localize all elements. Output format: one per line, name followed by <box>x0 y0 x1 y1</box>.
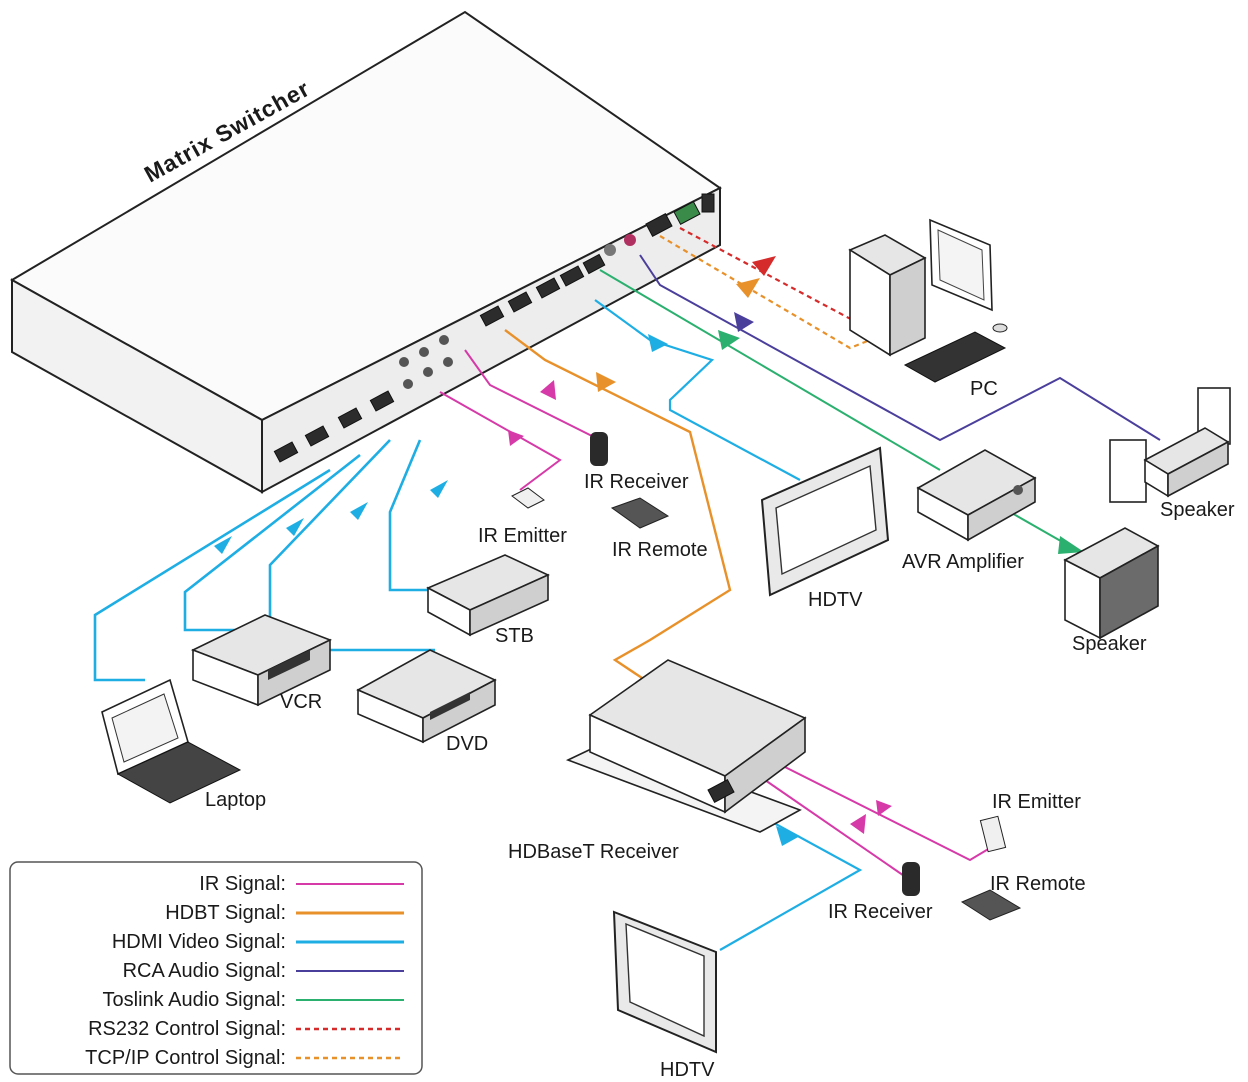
ir-cables <box>439 349 991 881</box>
legend-box <box>9 861 423 1075</box>
ir-receiver-top-device <box>590 432 608 466</box>
hdbaset-label: HDBaseT Receiver <box>508 841 679 863</box>
legend-label: RCA Audio Signal: <box>123 960 286 982</box>
pc-device <box>848 218 1008 383</box>
hdtv-top-device <box>760 446 890 597</box>
ir-receiver-bottom-device <box>902 862 920 896</box>
hdmi-bottom-cable <box>719 809 863 951</box>
legend-rows: IR Signal: HDBT Signal: HDMI Video Signal:… <box>85 873 404 1069</box>
speaker-system-top <box>1109 387 1231 503</box>
hdmi-input-cables <box>93 439 450 682</box>
ir-remote-top-label: IR Remote <box>612 539 708 561</box>
hdbt-cable <box>504 329 732 691</box>
ir-remote-bottom-device <box>960 889 1022 921</box>
hdmi-bottom-arrow <box>776 826 800 846</box>
rs232-arrow <box>752 256 776 276</box>
hdtv-bottom-device <box>612 910 717 1054</box>
toslink-arrows <box>718 330 1084 554</box>
matrix-switcher <box>9 10 722 494</box>
ir-arrows <box>508 380 892 834</box>
ir-receiver-top-label: IR Receiver <box>584 471 689 493</box>
tcpip-cable <box>659 235 871 350</box>
ir-emitter-bottom-label: IR Emitter <box>992 791 1081 813</box>
ir-remote-top-device <box>610 497 670 529</box>
dvd-label: DVD <box>446 733 488 755</box>
legend-label: IR Signal: <box>199 873 286 895</box>
pc-label: PC <box>970 378 998 400</box>
laptop-device <box>101 678 242 804</box>
laptop-label: Laptop <box>205 789 266 811</box>
hdmi-input-arrows <box>214 480 448 554</box>
rca-cable <box>639 254 1161 442</box>
signal-legend: IR Signal: HDBT Signal: HDMI Video Signal:… <box>9 861 423 1075</box>
vcr-device <box>190 614 333 707</box>
speaker-bottom-label: Speaker <box>1072 633 1147 655</box>
avr-amplifier-device <box>916 449 1037 542</box>
hdbaset-receiver-device <box>565 659 807 833</box>
legend-label: HDBT Signal: <box>165 902 286 924</box>
hdtv-top-label: HDTV <box>808 589 863 611</box>
speaker-bottom-device <box>1063 527 1160 640</box>
ir-emitter-top-device <box>511 487 545 509</box>
ir-remote-bottom-label: IR Remote <box>990 873 1086 895</box>
vcr-label: VCR <box>280 691 322 713</box>
rca-arrow <box>734 312 754 332</box>
legend-label: RS232 Control Signal: <box>88 1018 286 1040</box>
hdmi-output-arrow <box>648 334 668 352</box>
stb-label: STB <box>495 625 534 647</box>
tcpip-arrow <box>736 278 760 298</box>
hdmi-input-ports <box>273 265 585 463</box>
stb-device <box>426 554 550 637</box>
ir-emitter-bottom-device <box>979 815 1007 853</box>
avr-label: AVR Amplifier <box>902 551 1024 573</box>
legend-label: Toslink Audio Signal: <box>103 989 286 1011</box>
speaker-top-label: Speaker <box>1160 499 1235 521</box>
legend-label: TCP/IP Control Signal: <box>85 1047 286 1069</box>
legend-label: HDMI Video Signal: <box>112 931 286 953</box>
dvd-device <box>356 649 497 744</box>
hdtv-bottom-label: HDTV <box>660 1059 715 1081</box>
hdmi-output-cable <box>594 299 801 481</box>
ir-receiver-bottom-label: IR Receiver <box>828 901 933 923</box>
audio-ports <box>399 193 715 389</box>
hdbt-arrow <box>596 372 616 392</box>
ir-emitter-top-label: IR Emitter <box>478 525 567 547</box>
